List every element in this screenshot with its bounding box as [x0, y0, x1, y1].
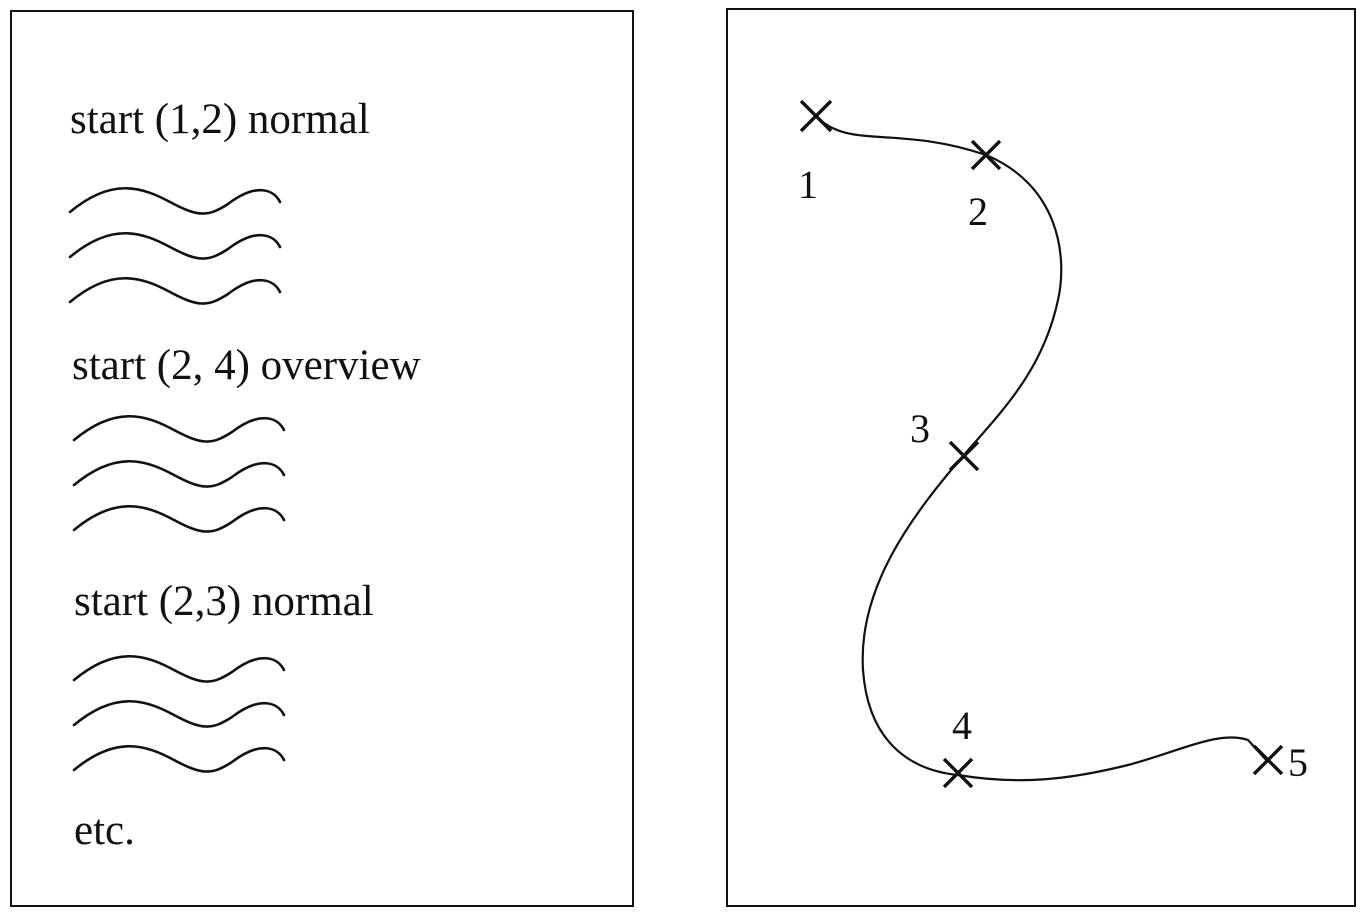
cross-marker-3	[948, 440, 980, 472]
script-line-1: start (1,2) normal	[70, 96, 370, 143]
squiggle-graphics	[68, 187, 286, 773]
squiggle-line	[72, 745, 286, 773]
path-diagram: 1 2 3 4 5	[798, 99, 1308, 789]
squiggle-line	[72, 505, 286, 533]
point-label-4: 4	[952, 703, 972, 748]
squiggle-line	[72, 460, 286, 488]
point-label-2: 2	[968, 189, 988, 234]
squiggle-line	[68, 277, 282, 305]
squiggle-line	[72, 655, 286, 683]
point-label-5: 5	[1288, 740, 1308, 785]
cross-marker-4	[942, 757, 974, 789]
point-label-3: 3	[910, 406, 930, 451]
squiggle-line	[68, 187, 282, 215]
tour-path	[815, 115, 1269, 782]
cross-marker-2	[970, 139, 1002, 171]
squiggle-group-2	[72, 415, 286, 533]
script-line-2: start (2, 4) overview	[72, 342, 421, 389]
squiggle-group-1	[68, 187, 282, 305]
squiggle-line	[72, 700, 286, 728]
script-panel: start (1,2) normal start (2, 4) overview…	[10, 10, 634, 907]
cross-marker-5	[1252, 744, 1284, 776]
squiggle-line	[68, 232, 282, 260]
squiggle-line	[72, 415, 286, 443]
script-line-etc: etc.	[74, 807, 135, 854]
point-label-1: 1	[798, 162, 818, 207]
squiggle-group-3	[72, 655, 286, 773]
script-line-3: start (2,3) normal	[74, 578, 374, 625]
path-panel: 1 2 3 4 5	[726, 8, 1356, 907]
cross-marker-1	[799, 99, 833, 133]
